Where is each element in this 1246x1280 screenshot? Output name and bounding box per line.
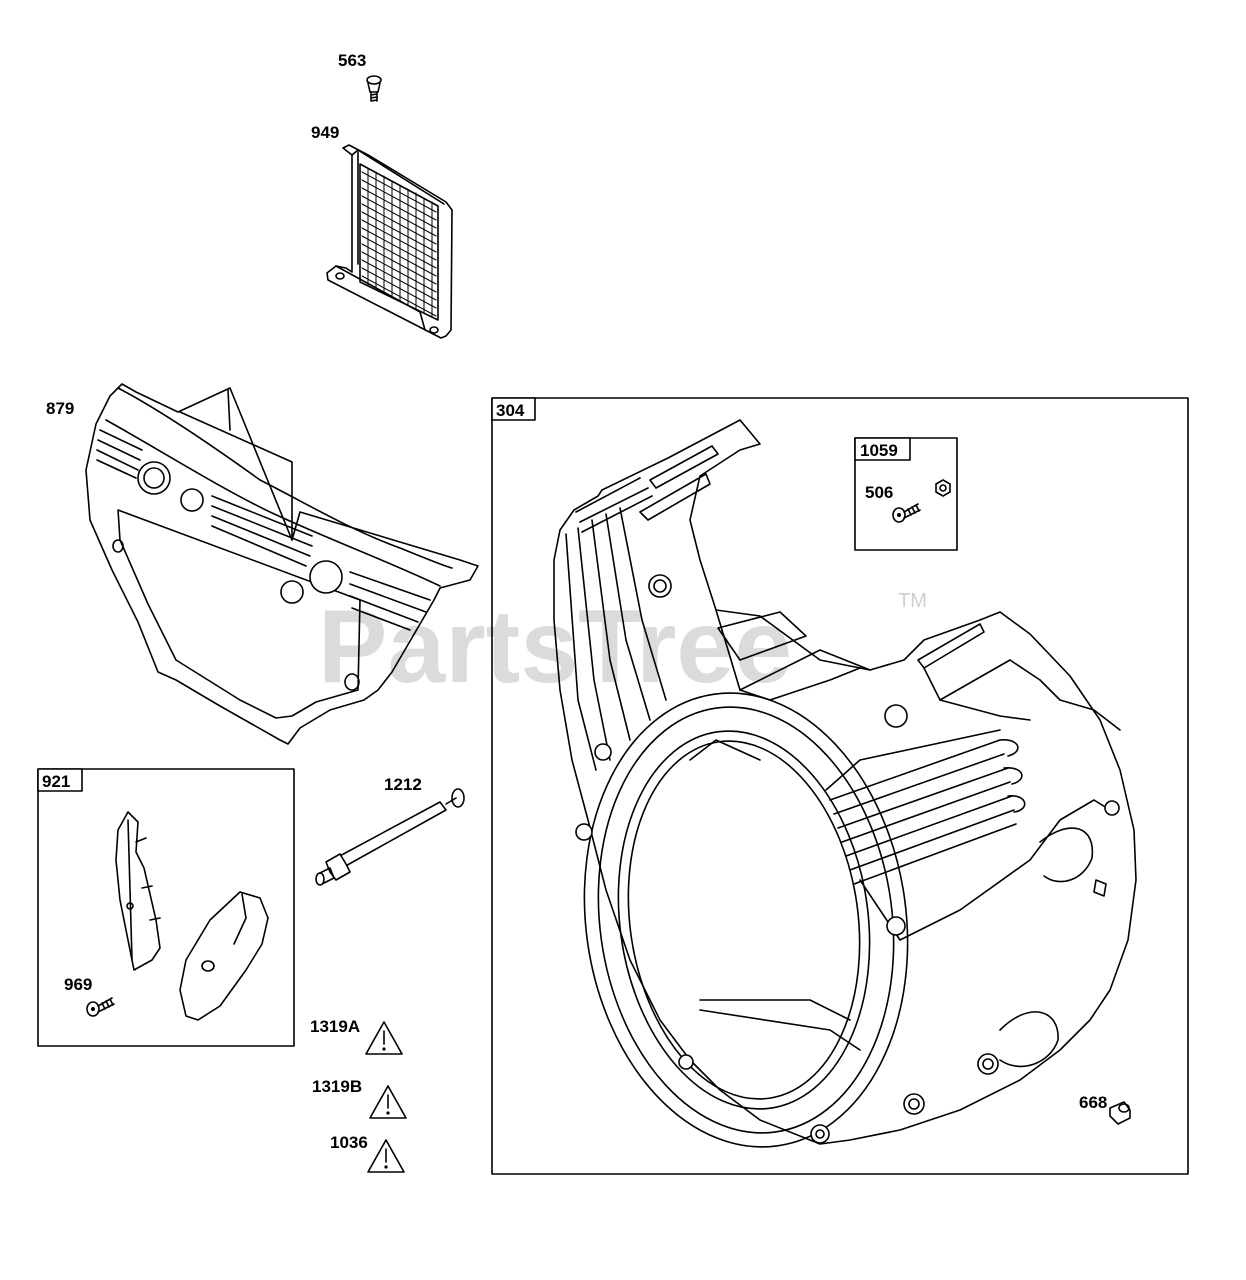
part-304-blower-housing[interactable] — [553, 419, 1137, 1168]
part-563-screw[interactable] — [366, 75, 382, 102]
part-921-guide[interactable] — [115, 811, 161, 971]
callout-304: 304 — [496, 401, 525, 420]
part-668-plug[interactable] — [1109, 1101, 1131, 1125]
callout-1319b: 1319B — [312, 1077, 362, 1096]
kit-1059-box — [854, 437, 958, 551]
cover-vents — [96, 429, 431, 631]
mesh-pattern — [361, 167, 437, 318]
callout-1319a: 1319A — [310, 1017, 360, 1036]
part-949-screen-bracket[interactable] — [326, 144, 453, 339]
part-1059-nut[interactable] — [935, 479, 951, 497]
part-921-deflector[interactable] — [179, 891, 269, 1021]
callout-668: 668 — [1079, 1093, 1107, 1112]
callout-921: 921 — [42, 772, 70, 791]
kit-304-box — [491, 397, 1189, 1175]
callout-563: 563 — [338, 51, 366, 70]
callout-1036: 1036 — [330, 1133, 368, 1152]
watermark: PartsTree TM — [318, 589, 927, 705]
callout-506: 506 — [865, 483, 893, 502]
part-879-cover[interactable] — [85, 383, 479, 745]
watermark-text: PartsTree — [318, 589, 792, 705]
part-1212-shaft[interactable] — [315, 788, 465, 886]
warning-1319b[interactable] — [369, 1085, 407, 1119]
watermark-trademark: TM — [898, 590, 927, 612]
callout-1212: 1212 — [384, 775, 422, 794]
warning-triangle-icon — [369, 1085, 407, 1119]
warning-triangle-icon — [365, 1021, 403, 1055]
warning-1319a[interactable] — [365, 1021, 403, 1055]
warning-triangle-icon — [367, 1139, 405, 1173]
part-506-screw[interactable] — [892, 503, 921, 523]
callout-879: 879 — [46, 399, 74, 418]
part-969-screw[interactable] — [86, 997, 115, 1017]
warning-1036[interactable] — [367, 1139, 405, 1173]
callout-969: 969 — [64, 975, 92, 994]
callout-1059: 1059 — [860, 441, 898, 460]
callout-949: 949 — [311, 123, 339, 142]
kit-921-box — [37, 768, 295, 1047]
